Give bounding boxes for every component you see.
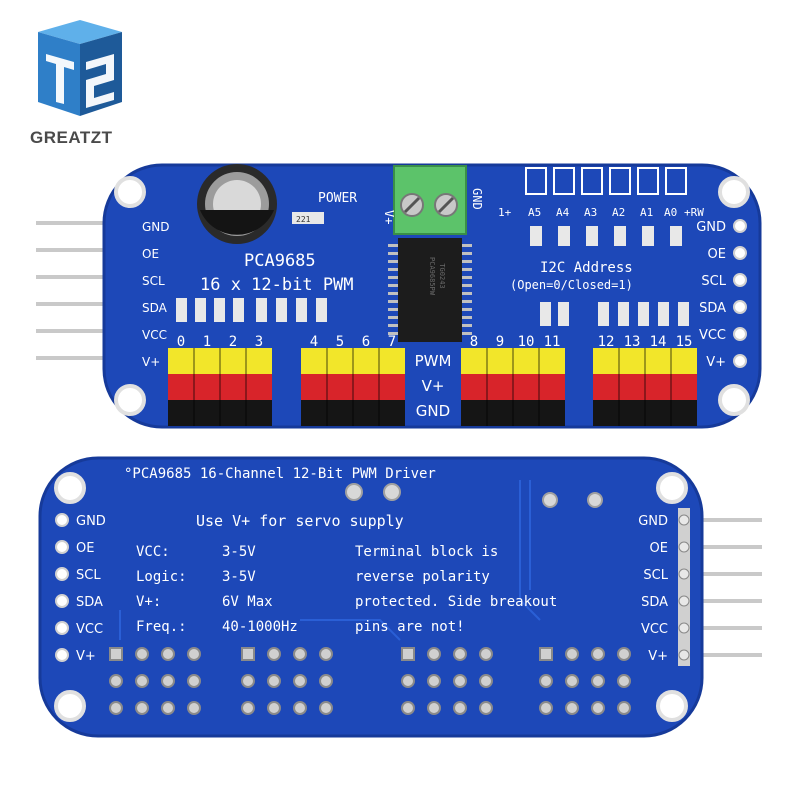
row-label-pwm: PWM bbox=[415, 352, 452, 370]
addr-label-2: A4 bbox=[556, 206, 570, 219]
i2c-title-label: I2C Address bbox=[540, 260, 633, 276]
bottom-left-pin-oe: OE bbox=[76, 541, 94, 556]
addr-label-5: A1 bbox=[640, 206, 653, 219]
bottom-left-pin-gnd: GND bbox=[76, 514, 106, 529]
addr-label-7: +RW bbox=[684, 206, 704, 219]
spec-label: Freq.: bbox=[136, 619, 187, 635]
chip-marking-2: TG0243 bbox=[438, 263, 446, 288]
channel-number: 12 bbox=[598, 334, 615, 350]
servo-supply-note: Use V+ for servo supply bbox=[196, 512, 404, 530]
address-jumpers bbox=[525, 167, 687, 195]
bottom-right-pin-vplus: V+ bbox=[648, 649, 668, 664]
led-resistor-code: 221 bbox=[296, 215, 311, 224]
top-left-pin-vcc: VCC bbox=[142, 328, 167, 342]
terminal-vplus-label: V+ bbox=[382, 210, 396, 224]
chip-name-label: PCA9685 bbox=[244, 251, 316, 271]
bottom-right-pin-pads bbox=[678, 514, 690, 661]
bottom-side-header bbox=[688, 518, 762, 657]
bottom-right-pin-vcc: VCC bbox=[641, 622, 668, 637]
electrolytic-capacitor bbox=[197, 164, 277, 244]
pwm-resistors-left bbox=[176, 298, 327, 322]
top-right-pin-gnd: GND bbox=[696, 220, 726, 235]
spec-value: 6V Max bbox=[222, 594, 273, 610]
servo-headers bbox=[168, 348, 697, 426]
addr-label-1: A5 bbox=[528, 206, 541, 219]
channel-number: 14 bbox=[650, 334, 667, 350]
top-left-pin-vplus: V+ bbox=[142, 355, 160, 369]
terminal-gnd-label: GND bbox=[470, 188, 484, 210]
i2c-note-label: (Open=0/Closed=1) bbox=[510, 278, 633, 292]
channel-number: 0 bbox=[177, 334, 185, 350]
channel-number: 3 bbox=[255, 334, 263, 350]
channel-number: 9 bbox=[496, 334, 504, 350]
terminal-block bbox=[393, 165, 467, 235]
top-board: PCA9685PW TG0243 POWER 221 V+ GND PCA968… bbox=[36, 163, 762, 429]
brand-name: GREATZT bbox=[30, 128, 113, 147]
channel-number: 7 bbox=[388, 334, 396, 350]
warning-line: reverse polarity bbox=[355, 569, 490, 585]
servo-solder-pads bbox=[109, 647, 631, 715]
bottom-left-pin-scl: SCL bbox=[76, 568, 101, 583]
spec-label: Logic: bbox=[136, 569, 187, 585]
top-left-pin-sda: SDA bbox=[142, 301, 168, 315]
bottom-left-pin-vcc: VCC bbox=[76, 622, 103, 637]
channel-number: 10 bbox=[518, 334, 535, 350]
top-left-pin-scl: SCL bbox=[142, 274, 165, 288]
spec-label: VCC: bbox=[136, 544, 170, 560]
pwm-resistors-right bbox=[540, 302, 689, 326]
channel-number: 5 bbox=[336, 334, 344, 350]
bottom-board: °PCA9685 16-Channel 12-Bit PWM Driver Us… bbox=[38, 456, 762, 738]
top-left-pin-gnd: GND bbox=[142, 220, 170, 234]
spec-value: 40-1000Hz bbox=[222, 619, 298, 635]
channel-number: 1 bbox=[203, 334, 211, 350]
power-label: POWER bbox=[318, 191, 357, 206]
warning-line: Terminal block is bbox=[355, 544, 498, 560]
chip-marking-1: PCA9685PW bbox=[428, 257, 436, 296]
addr-label-3: A3 bbox=[584, 206, 597, 219]
top-right-pin-vcc: VCC bbox=[699, 328, 726, 343]
pcb-traces bbox=[119, 480, 541, 641]
channel-number: 15 bbox=[676, 334, 693, 350]
channel-number: 13 bbox=[624, 334, 641, 350]
pca9685-chip: PCA9685PW TG0243 bbox=[388, 238, 472, 342]
top-right-pin-scl: SCL bbox=[701, 274, 726, 289]
row-label-gnd: GND bbox=[416, 402, 450, 420]
warning-line: pins are not! bbox=[355, 619, 465, 635]
warning-line: protected. Side breakout bbox=[355, 594, 557, 610]
addr-label-6: A0 bbox=[664, 206, 677, 219]
cube-logo-icon bbox=[38, 20, 122, 116]
bottom-left-pin-vplus: V+ bbox=[76, 649, 96, 664]
channel-number: 2 bbox=[229, 334, 237, 350]
channel-number: 8 bbox=[470, 334, 478, 350]
channel-number: 11 bbox=[544, 334, 561, 350]
spec-value: 3-5V bbox=[222, 569, 256, 585]
top-right-pin-holes bbox=[733, 219, 747, 368]
bottom-left-pin-holes bbox=[55, 513, 69, 662]
bottom-title: °PCA9685 16-Channel 12-Bit PWM Driver bbox=[124, 466, 436, 482]
top-right-pin-oe: OE bbox=[708, 247, 726, 262]
bottom-right-pin-scl: SCL bbox=[643, 568, 668, 583]
bottom-right-pin-oe: OE bbox=[650, 541, 668, 556]
top-right-pin-sda: SDA bbox=[699, 301, 726, 316]
channel-number: 6 bbox=[362, 334, 370, 350]
addr-label-4: A2 bbox=[612, 206, 625, 219]
address-resistors bbox=[530, 226, 682, 246]
addr-label-0: 1+ bbox=[498, 206, 512, 219]
channel-number: 4 bbox=[310, 334, 318, 350]
bottom-left-pin-sda: SDA bbox=[76, 595, 103, 610]
bottom-right-pin-sda: SDA bbox=[641, 595, 668, 610]
spec-value: 3-5V bbox=[222, 544, 256, 560]
top-left-pin-oe: OE bbox=[142, 247, 159, 261]
pwm-subtitle-label: 16 x 12-bit PWM bbox=[200, 275, 354, 295]
bottom-right-pin-gnd: GND bbox=[638, 514, 668, 529]
row-label-vplus: V+ bbox=[422, 377, 445, 395]
spec-label: V+: bbox=[136, 594, 161, 610]
top-right-pin-vplus: V+ bbox=[706, 355, 726, 370]
